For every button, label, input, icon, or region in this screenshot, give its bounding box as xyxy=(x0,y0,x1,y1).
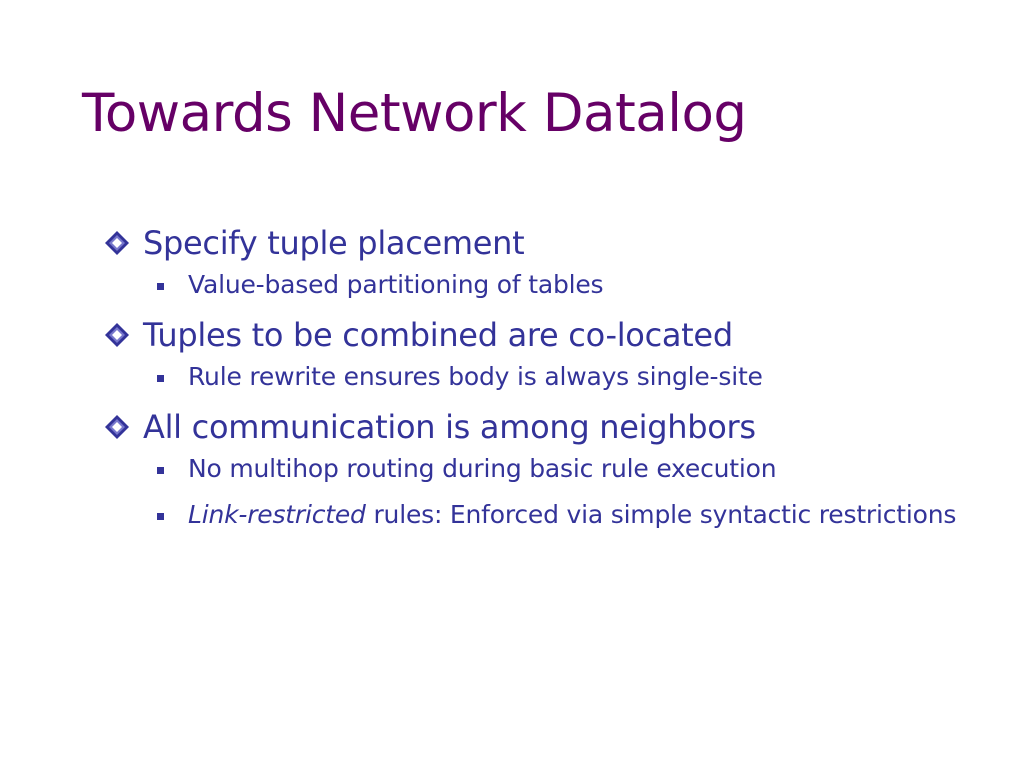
sub-bullet-list: Value-based partitioning of tables xyxy=(103,268,983,302)
sub-bullet-item: Value-based partitioning of tables xyxy=(103,268,983,302)
square-bullet-icon xyxy=(157,283,164,290)
diamond-bullet-icon xyxy=(105,415,129,439)
bullet-item: All communication is among neighbors No … xyxy=(103,406,983,532)
square-bullet-icon xyxy=(157,467,164,474)
bullet-text: All communication is among neighbors xyxy=(143,408,756,446)
sub-bullet-emphasis: Link-restricted xyxy=(188,500,366,529)
sub-bullet-item: No multihop routing during basic rule ex… xyxy=(103,452,983,486)
sub-bullet-text: Value-based partitioning of tables xyxy=(188,270,604,299)
bullet-text: Tuples to be combined are co-located xyxy=(143,316,733,354)
sub-bullet-text: No multihop routing during basic rule ex… xyxy=(188,454,777,483)
square-bullet-icon xyxy=(157,375,164,382)
bullet-list: Specify tuple placement Value-based part… xyxy=(103,222,983,544)
diamond-bullet-icon xyxy=(105,323,129,347)
sub-bullet-text: Rule rewrite ensures body is always sing… xyxy=(188,362,763,391)
slide-title: Towards Network Datalog xyxy=(82,83,747,144)
bullet-item: Specify tuple placement Value-based part… xyxy=(103,222,983,302)
diamond-bullet-icon xyxy=(105,231,129,255)
sub-bullet-text: rules: Enforced via simple syntactic res… xyxy=(365,500,957,529)
bullet-item: Tuples to be combined are co-located Rul… xyxy=(103,314,983,394)
sub-bullet-list: No multihop routing during basic rule ex… xyxy=(103,452,983,532)
bullet-text: Specify tuple placement xyxy=(143,224,525,262)
sub-bullet-list: Rule rewrite ensures body is always sing… xyxy=(103,360,983,394)
sub-bullet-item: Link-restricted rules: Enforced via simp… xyxy=(103,498,983,532)
sub-bullet-item: Rule rewrite ensures body is always sing… xyxy=(103,360,983,394)
square-bullet-icon xyxy=(157,513,164,520)
